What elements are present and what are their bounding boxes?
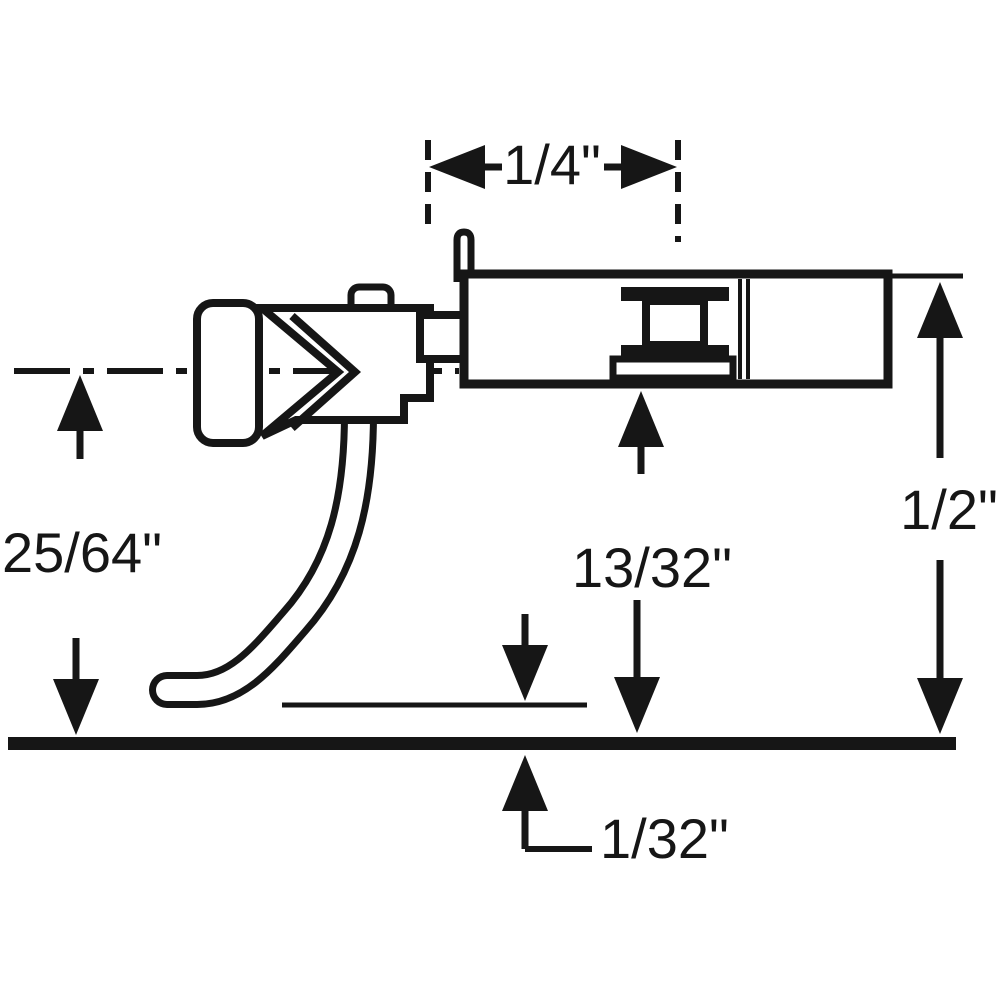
rail-line [8,737,956,750]
arrowhead-down-icon [614,677,660,733]
draft-gear-box [453,228,893,389]
dimension-overhang: 1/4" [425,133,681,242]
arrowhead-down-icon [917,678,963,734]
dimension-box-bottom-height: 13/32" [572,391,732,733]
arrowhead-up-icon [502,755,548,811]
dimension-trip-pin-clearance: 1/32" [502,614,729,870]
arrowhead-up-icon [618,391,664,447]
coupler-knuckle-face [193,299,263,447]
arrowhead-left-icon [429,145,485,189]
arrowhead-down-icon [53,679,99,735]
label-box-bottom-height: 13/32" [572,536,732,599]
arrowhead-up-icon [917,282,963,338]
dimension-centerline-height: 25/64" [2,375,162,735]
dimension-box-top-height: 1/2" [891,273,998,734]
post-base [609,355,737,382]
arrowhead-down-icon [502,645,548,701]
coupler-head-assembly [193,283,474,447]
label-trip-pin-clearance: 1/32" [600,807,729,870]
trip-pin [149,395,377,708]
trip-pin-body [156,402,370,701]
label-box-top-height: 1/2" [900,478,998,541]
coupler-jaw-chevron [289,313,362,431]
arrowhead-up-icon [57,375,103,431]
label-overhang: 1/4" [503,133,601,196]
arrowhead-right-icon [621,145,677,189]
mounting-post [609,287,737,382]
label-centerline-height: 25/64" [2,521,162,584]
post-shank [642,297,708,349]
coupler-head-body [251,304,434,440]
